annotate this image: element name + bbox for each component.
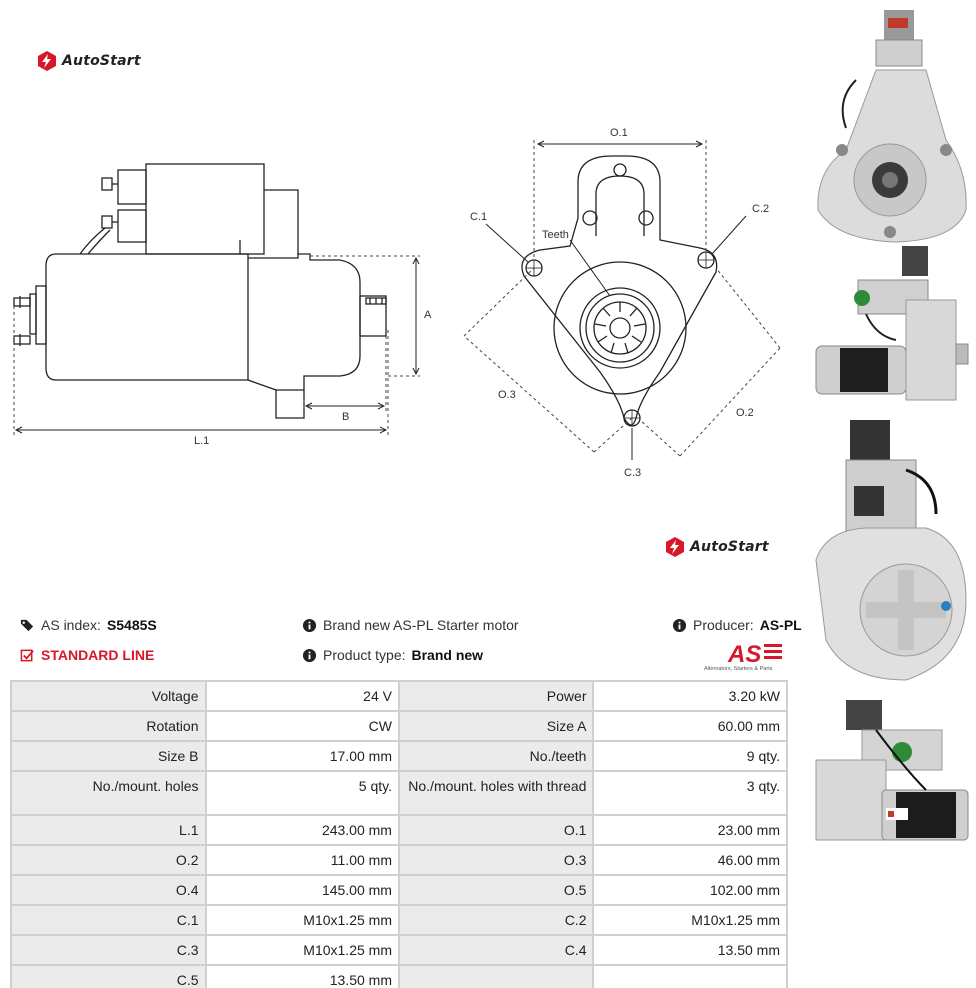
spec-label: No./mount. holes with thread bbox=[397, 770, 595, 816]
autostart-logo-text: AutoStart bbox=[62, 53, 141, 69]
spec-label: C.3 bbox=[10, 934, 207, 966]
info-circle-icon bbox=[672, 618, 687, 632]
standard-line: STANDARD LINE bbox=[20, 647, 154, 663]
spec-value: 243.00 mm bbox=[204, 814, 400, 846]
as-index-value: S5485S bbox=[106, 617, 157, 633]
spec-value: 3 qty. bbox=[592, 770, 788, 816]
spec-label: L.1 bbox=[10, 814, 207, 846]
spec-label: C.2 bbox=[397, 904, 595, 936]
spec-value: 46.00 mm bbox=[592, 844, 788, 876]
spec-value: M10x1.25 mm bbox=[204, 904, 400, 936]
autostart-logo-icon bbox=[666, 537, 684, 557]
spec-value: 24 V bbox=[204, 680, 400, 712]
description: Brand new AS-PL Starter motor bbox=[302, 617, 519, 633]
spec-label: No./teeth bbox=[397, 740, 595, 772]
spec-value: 3.20 kW bbox=[592, 680, 788, 712]
label-teeth: Teeth bbox=[542, 229, 569, 241]
product-type-value: Brand new bbox=[411, 647, 484, 663]
description-text: Brand new AS-PL Starter motor bbox=[323, 617, 519, 633]
checkbox-icon bbox=[20, 649, 34, 661]
label-C3: C.3 bbox=[624, 467, 641, 479]
spec-value: 102.00 mm bbox=[592, 874, 788, 906]
technical-drawing: A B L.1 bbox=[13, 127, 781, 479]
as-index-label: AS index: bbox=[41, 617, 101, 633]
spec-value: 17.00 mm bbox=[204, 740, 400, 772]
flange-outline bbox=[521, 155, 718, 426]
spec-label: O.2 bbox=[10, 844, 207, 876]
product-photos bbox=[815, 10, 969, 841]
as-index: AS index: S5485S bbox=[20, 617, 157, 633]
spec-label: Size A bbox=[397, 710, 595, 742]
spec-label: C.5 bbox=[10, 964, 207, 988]
label-O1: O.1 bbox=[610, 127, 628, 139]
drive-housing-circle bbox=[553, 261, 687, 395]
photo-side-view bbox=[815, 246, 969, 401]
spec-value: 23.00 mm bbox=[592, 814, 788, 846]
spec-label: Size B bbox=[10, 740, 207, 772]
svg-text:AS: AS bbox=[727, 641, 761, 668]
product-type-label: Product type: bbox=[323, 647, 406, 663]
label-A: A bbox=[424, 309, 432, 321]
product-type: Product type: Brand new bbox=[302, 647, 483, 663]
spec-label: Power bbox=[397, 680, 595, 712]
spec-label: No./mount. holes bbox=[10, 770, 207, 816]
spec-value: CW bbox=[204, 710, 400, 742]
spec-value: 145.00 mm bbox=[204, 874, 400, 906]
label-L1: L.1 bbox=[194, 435, 209, 447]
spec-label: O.5 bbox=[397, 874, 595, 906]
as-pl-logo: AS Alternators, Starters & Parts bbox=[704, 641, 782, 672]
spec-label: C.1 bbox=[10, 904, 207, 936]
spec-value: 5 qty. bbox=[204, 770, 400, 816]
photo-angled-view bbox=[815, 700, 969, 841]
svg-text:Alternators, Starters & Parts: Alternators, Starters & Parts bbox=[704, 666, 773, 672]
spec-label: Rotation bbox=[10, 710, 207, 742]
standard-line-text: STANDARD LINE bbox=[41, 647, 155, 663]
spec-value: 60.00 mm bbox=[592, 710, 788, 742]
label-O3: O.3 bbox=[498, 389, 516, 401]
producer-label: Producer: bbox=[693, 617, 754, 633]
label-B: B bbox=[342, 411, 349, 423]
spec-label: O.1 bbox=[397, 814, 595, 846]
spec-label: C.4 bbox=[397, 934, 595, 966]
spec-label: Voltage bbox=[10, 680, 207, 712]
label-C2: C.2 bbox=[752, 203, 769, 215]
spec-label: O.4 bbox=[10, 874, 207, 906]
spec-value: M10x1.25 mm bbox=[204, 934, 400, 966]
label-C1: C.1 bbox=[470, 211, 487, 223]
tags-icon bbox=[20, 619, 34, 631]
spec-label bbox=[397, 964, 595, 988]
photo-front-view bbox=[817, 10, 967, 243]
info-circle-icon bbox=[302, 648, 317, 662]
solenoid-body bbox=[145, 163, 265, 255]
pinion-teeth bbox=[594, 302, 646, 354]
autostart-logo-middle: AutoStart bbox=[664, 536, 769, 558]
spec-value: 13.50 mm bbox=[204, 964, 400, 988]
info-circle-icon bbox=[302, 618, 317, 632]
spec-value: M10x1.25 mm bbox=[592, 904, 788, 936]
spec-value bbox=[592, 964, 788, 988]
spec-value: 13.50 mm bbox=[592, 934, 788, 966]
spec-label: O.3 bbox=[397, 844, 595, 876]
autostart-logo-icon bbox=[38, 51, 56, 71]
producer: Producer: AS-PL bbox=[672, 617, 802, 633]
label-O2: O.2 bbox=[736, 407, 754, 419]
photo-rear-view bbox=[815, 420, 967, 681]
spec-value: 11.00 mm bbox=[204, 844, 400, 876]
motor-body bbox=[45, 253, 249, 381]
autostart-logo-top: AutoStart bbox=[36, 50, 141, 72]
spec-value: 9 qty. bbox=[592, 740, 788, 772]
producer-value: AS-PL bbox=[759, 617, 802, 633]
autostart-logo-text: AutoStart bbox=[690, 539, 769, 555]
